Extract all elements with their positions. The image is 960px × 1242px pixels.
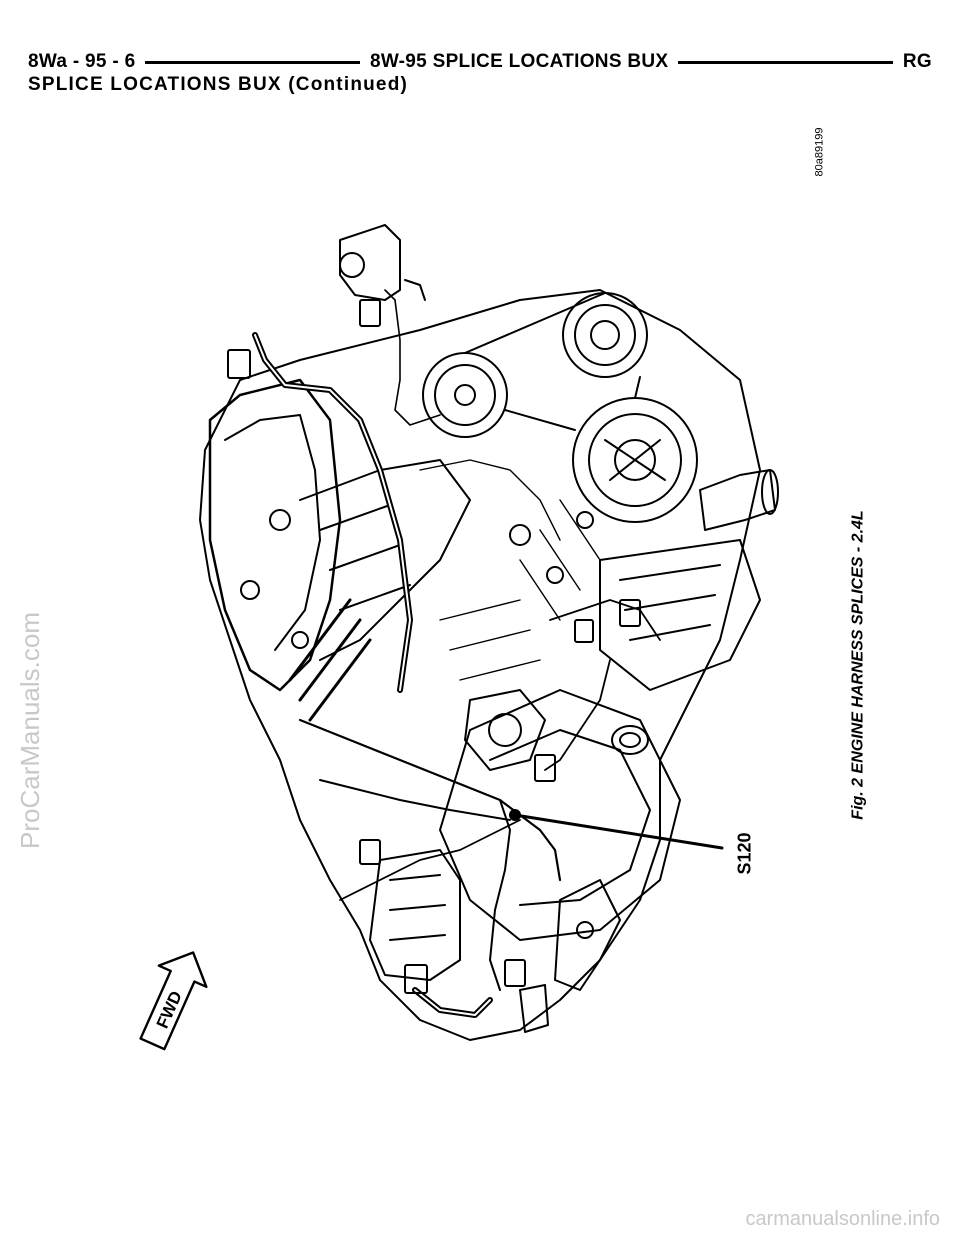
- connector-7: [359, 839, 381, 865]
- splice-point: [509, 809, 521, 821]
- engine-block-outline: [199, 289, 761, 1041]
- watermark-bottom: carmanualsonline.info: [745, 1208, 940, 1230]
- knock-sensor: [611, 725, 649, 755]
- page-number: 8Wa - 95 - 6: [28, 51, 136, 72]
- art-id-text: 80a89199: [813, 127, 826, 177]
- header-rule-right: [678, 60, 893, 64]
- splice-label: S120: [728, 828, 762, 878]
- throttle-body: [464, 689, 546, 771]
- connector-4: [534, 754, 556, 782]
- splice-leader-line: [513, 813, 724, 850]
- header-rule-left: [145, 60, 360, 64]
- accessory-belt: [464, 292, 641, 431]
- ignition-coils: [288, 598, 372, 722]
- figure-caption-text: Fig. 2 ENGINE HARNESS SPLICES - 2.4L: [850, 510, 868, 820]
- connector-1: [227, 349, 251, 379]
- oil-pan: [599, 539, 761, 691]
- connector-6: [574, 619, 594, 643]
- section-title: 8W-95 SPLICE LOCATIONS BUX: [369, 51, 669, 72]
- connector-2: [359, 299, 381, 327]
- connector-3: [619, 599, 641, 627]
- connector-5: [504, 959, 526, 987]
- page-header: 8Wa - 95 - 6 8W-95 SPLICE LOCATIONS BUX …: [28, 44, 932, 80]
- connector-8: [404, 964, 428, 994]
- figure-caption: Fig. 2 ENGINE HARNESS SPLICES - 2.4L: [842, 485, 876, 845]
- top-sensor: [339, 224, 401, 301]
- watermark-left: ProCarManuals.com: [8, 560, 52, 900]
- fwd-arrow: FWD: [139, 951, 208, 1051]
- intake-runners: [299, 459, 471, 661]
- watermark-left-text: ProCarManuals.com: [14, 611, 45, 849]
- art-id: 80a89199: [806, 112, 832, 192]
- transmission-housing: [439, 689, 681, 941]
- subheading: SPLICE LOCATIONS BUX (Continued): [28, 74, 409, 95]
- lower-mount-ear: [519, 984, 549, 1033]
- lower-module: [369, 849, 461, 981]
- upper-hose: [252, 332, 413, 693]
- book-code: RG: [902, 51, 933, 72]
- wiring-harness: [298, 718, 562, 882]
- mount-bracket: [554, 879, 621, 991]
- valve-cover: [208, 378, 342, 692]
- splice-label-text: S120: [734, 831, 755, 875]
